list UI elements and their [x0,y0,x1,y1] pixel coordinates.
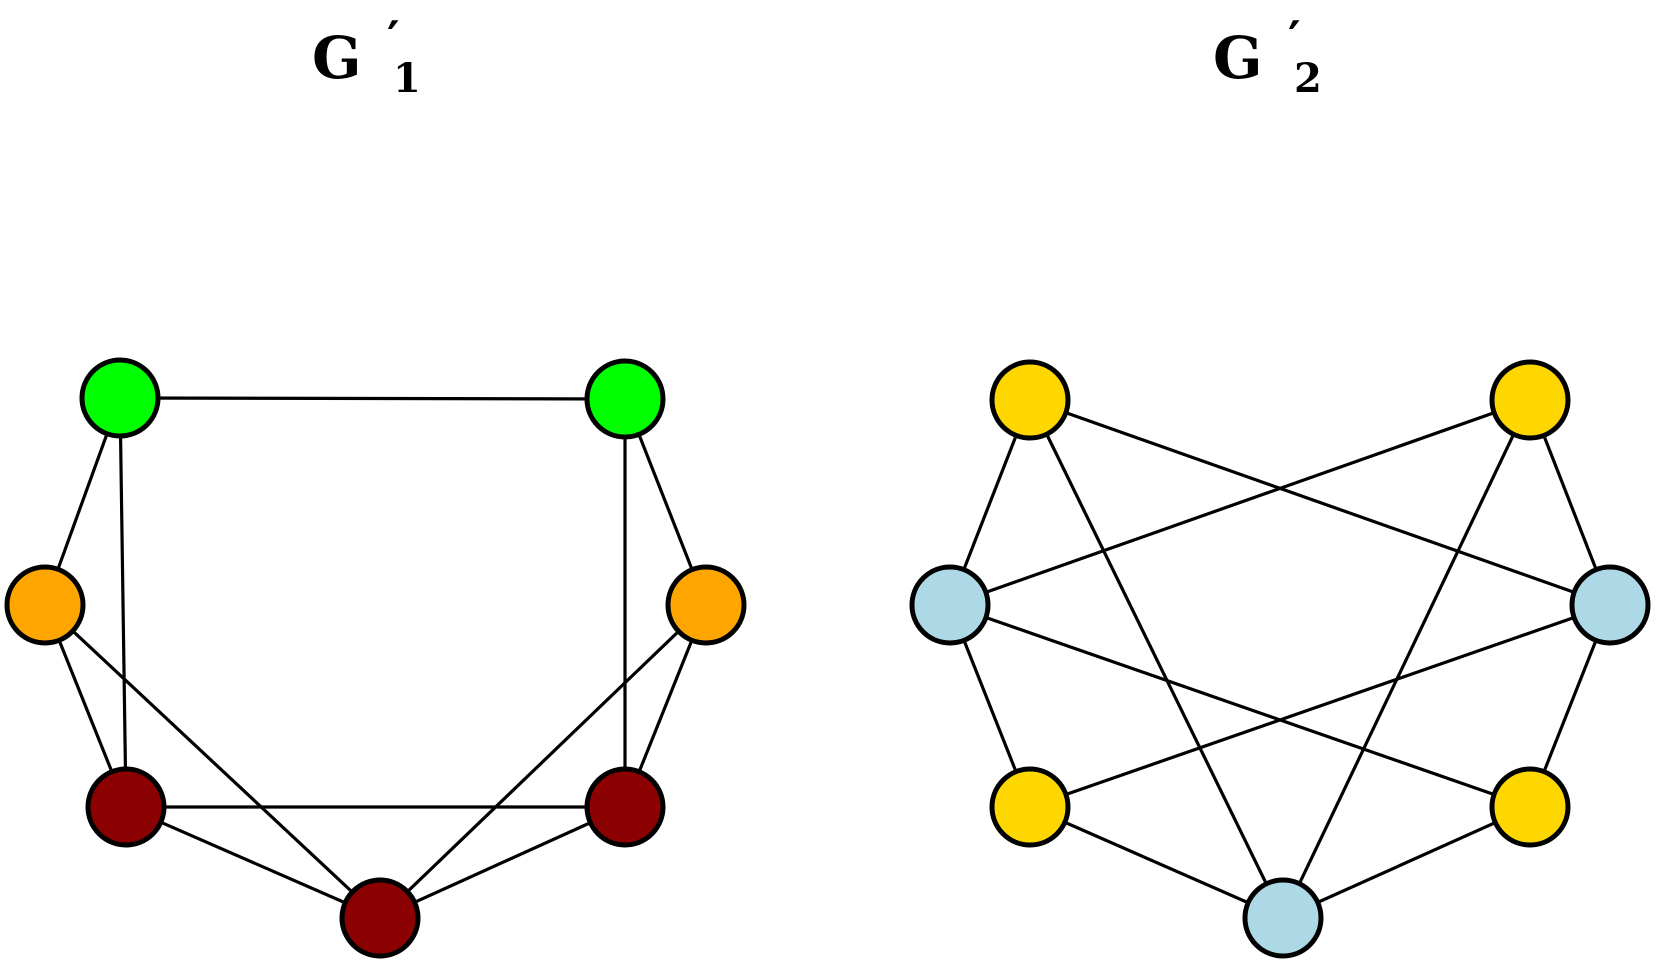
graph-2-node-a [989,359,1071,441]
graph-2-node-c [909,564,991,646]
graph-1-title-subscript: 1 [393,55,421,102]
graph-1-node-f [584,766,666,848]
graph-1-node-b [584,358,666,440]
graph-2-edge-a-g [1028,398,1285,920]
graph-2-edge-d-e [1028,603,1612,809]
graph-1-node-a [79,357,161,439]
graph-2-title-subscript: 2 [1294,55,1322,102]
graph-2-node-d [1569,564,1651,646]
graph-2-node-e [989,766,1071,848]
graph-1-node-d [665,564,747,646]
graph-2-nodes [909,359,1651,959]
graph-1-nodes [4,357,747,959]
graph-1-node-e [85,766,167,848]
graph-2-edge-a-d [1028,398,1612,607]
graph-2-edge-f-g [1281,805,1532,920]
graph-2-node-f [1489,766,1571,848]
graph-2-title-base: G [1213,24,1263,92]
graph-1-title: G ′ 1 [312,11,421,102]
graph-2-edge-e-g [1028,805,1285,920]
graph-1-node-c [4,564,86,646]
graph-1-edge-a-e [118,396,128,809]
graph-2-node-g [1242,877,1324,959]
graph-2-title-prime: ′ [1288,11,1301,67]
graph-1-edge-f-g [378,805,627,920]
graph-2-node-b [1489,359,1571,441]
graph-1-edge-e-g [124,805,382,920]
graph-2-title: G ′ 2 [1213,11,1322,102]
graph-2-edge-b-g [1281,398,1532,920]
graph-1-edge-a-b [118,396,627,401]
graph-1-edge-c-g [43,603,382,920]
graph-2-edge-c-f [948,603,1532,809]
graph-1-title-prime: ′ [387,11,400,67]
graph-1-title-base: G [312,24,362,92]
graph-2-edge-b-c [948,398,1532,607]
graph-1-node-g [339,877,421,959]
graph-1-edge-d-g [378,603,708,920]
